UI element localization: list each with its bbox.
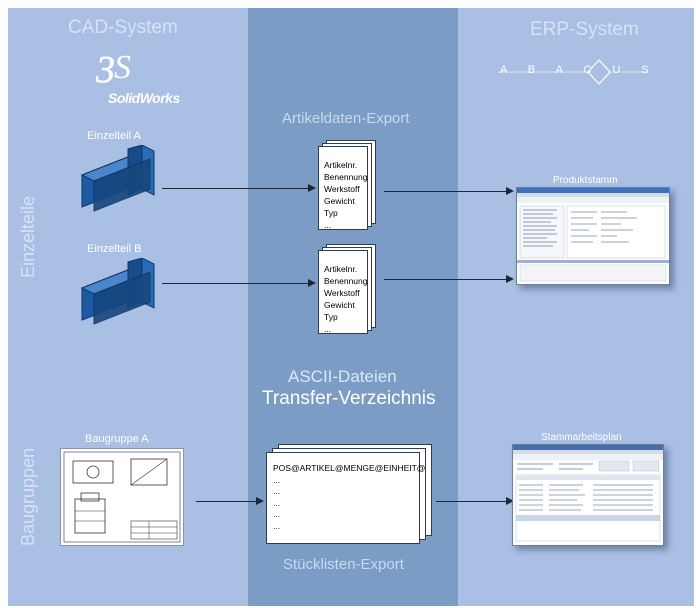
doc-a-field-5: Typ xyxy=(324,208,338,218)
abacus-diamond-icon xyxy=(498,59,648,85)
doc-a-field-2: Benennung xyxy=(324,172,368,182)
svg-text:3: 3 xyxy=(95,49,115,91)
bom-field-1: POS@ARTIKEL@MENGE@EINHEIT@ xyxy=(273,463,426,473)
doc-a-field-4: Gewicht xyxy=(324,196,355,206)
doc-b-field-6: ... xyxy=(324,324,332,334)
article-export-title: Artikeldaten-Export xyxy=(282,110,410,127)
doc-b-field-3: Werkstoff xyxy=(324,288,360,298)
bom-field-2: ... xyxy=(273,474,281,485)
cad-system-heading: CAD-System xyxy=(68,17,178,38)
solidworks-logo: 3 S SolidWorks xyxy=(92,42,182,112)
bom-export-title: Stücklisten-Export xyxy=(283,556,404,573)
bom-field-4: ... xyxy=(273,497,281,508)
abacus-logo-text: A B A C U S xyxy=(500,64,658,76)
ascii-files-title: ASCII-Dateien xyxy=(288,367,397,386)
doc-a-field-1: Artikelnr. xyxy=(324,160,358,170)
routing-ui-thumbnail-icon xyxy=(513,450,663,542)
routing-screenshot xyxy=(512,444,664,546)
product-master-title: Produktstamm xyxy=(553,175,618,186)
article-file-b-fields: Artikelnr. Benennung Werkstoff Gewicht T… xyxy=(324,263,368,335)
article-file-stack-b: Artikelnr. Benennung Werkstoff Gewicht T… xyxy=(318,244,376,335)
transfer-directory-title: Transfer-Verzeichnis xyxy=(262,388,436,409)
part-b-label: Einzelteil B xyxy=(87,243,142,255)
solidworks-ds-mark-icon: 3 S xyxy=(95,49,131,92)
doc-b-field-4: Gewicht xyxy=(324,300,355,310)
bom-file-stack: POS@ARTIKEL@MENGE@EINHEIT@ ... ... ... .… xyxy=(266,444,436,544)
row-label-baugruppen: Baugruppen xyxy=(18,447,38,546)
erp-system-heading: ERP-System xyxy=(530,19,639,40)
solidworks-logo-text: SolidWorks xyxy=(108,90,180,106)
doc-a-field-3: Werkstoff xyxy=(324,184,360,194)
abacus-logo: A B A C U S xyxy=(498,56,649,86)
bom-field-6: ... xyxy=(273,520,281,531)
assembly-label: Baugruppe A xyxy=(85,433,149,445)
product-master-ui-thumbnail-icon xyxy=(517,193,669,282)
doc-b-field-2: Benennung xyxy=(324,276,368,286)
row-label-einzelteile: Einzelteile xyxy=(18,195,38,278)
bom-field-3: ... xyxy=(273,486,281,496)
svg-text:S: S xyxy=(114,49,131,86)
doc-a-field-6: ... xyxy=(324,220,332,230)
technical-drawing-icon xyxy=(63,451,181,543)
doc-b-field-5: Typ xyxy=(324,312,338,322)
article-file-stack-a: Artikelnr. Benennung Werkstoff Gewicht T… xyxy=(318,140,376,231)
routing-title: Stammarbeitsplan xyxy=(541,432,622,443)
product-master-screenshot xyxy=(516,187,670,285)
doc-b-field-1: Artikelnr. xyxy=(324,264,358,274)
article-file-a-fields: Artikelnr. Benennung Werkstoff Gewicht T… xyxy=(324,159,368,231)
bom-field-5: ... xyxy=(273,509,281,519)
bom-file-fields: POS@ARTIKEL@MENGE@EINHEIT@ ... ... ... .… xyxy=(273,463,425,532)
assembly-drawing xyxy=(60,448,184,546)
part-a-3d-icon xyxy=(80,145,155,212)
part-b-3d-icon xyxy=(80,258,155,325)
part-a-label: Einzelteil A xyxy=(87,130,141,142)
